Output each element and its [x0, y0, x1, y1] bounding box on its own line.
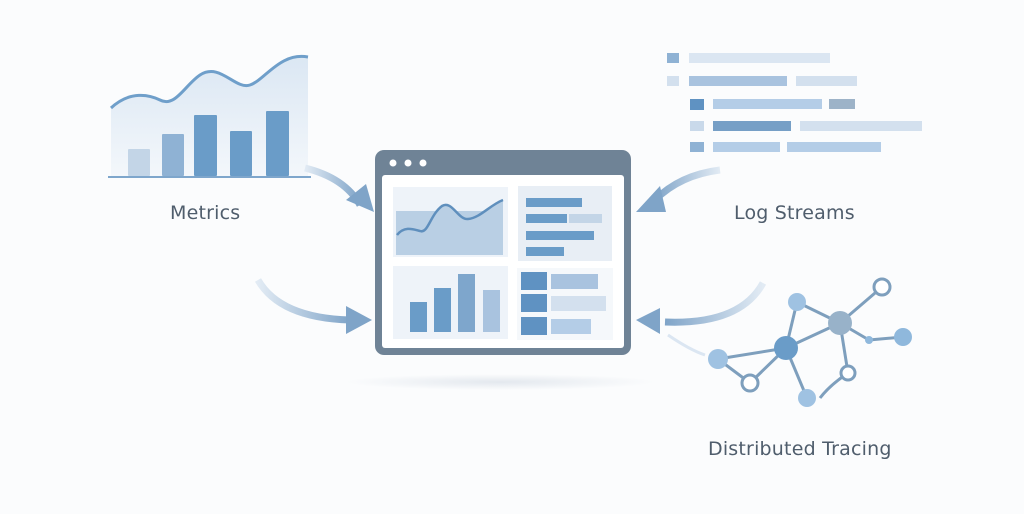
dashboard-shadow — [345, 374, 655, 390]
window-dot-icon — [404, 159, 412, 167]
metrics-chart-icon — [108, 54, 311, 178]
distributed-tracing-label: Distributed Tracing — [708, 438, 892, 460]
log-streams-icon — [667, 53, 922, 152]
arrow-tracing-to-dashboard — [636, 281, 767, 357]
dashboard-table-panel — [517, 268, 613, 340]
trace-node — [865, 336, 873, 344]
trace-node — [839, 364, 857, 382]
window-dot-icon — [419, 159, 427, 167]
trace-node — [774, 336, 798, 360]
trace-node — [788, 293, 806, 311]
window-dot-icon — [389, 159, 397, 167]
trace-node — [872, 277, 892, 297]
dashboard-window — [375, 150, 631, 355]
log-streams-label: Log Streams — [734, 202, 855, 224]
metrics-label: Metrics — [170, 202, 241, 224]
arrow-metrics-to-dashboard — [304, 164, 374, 212]
arrow-bottomleft-to-dashboard — [254, 278, 372, 334]
arrow-logs-to-dashboard — [636, 166, 721, 212]
dashboard-bar-chart-panel — [393, 266, 508, 339]
dashboard-line-chart-panel — [393, 187, 508, 257]
trace-node — [798, 389, 816, 407]
dashboard-bar-list-panel — [518, 186, 612, 261]
trace-node — [740, 373, 760, 393]
trace-node — [828, 311, 852, 335]
trace-node — [708, 349, 728, 369]
trace-node — [894, 328, 912, 346]
